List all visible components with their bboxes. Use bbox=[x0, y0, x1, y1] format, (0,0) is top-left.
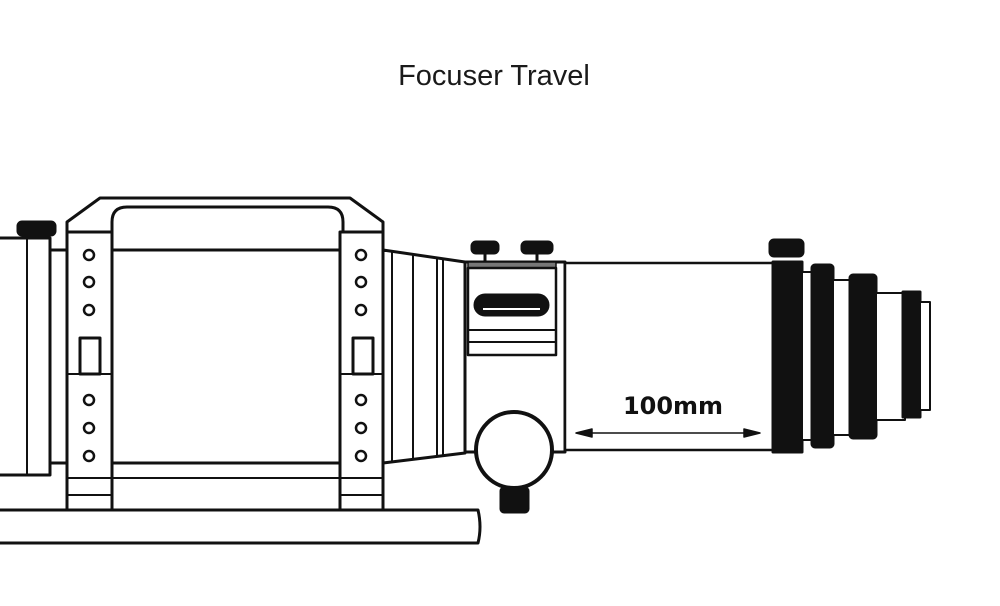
focus-knob bbox=[474, 410, 554, 514]
tube-ring-left bbox=[65, 230, 114, 512]
optical-tube bbox=[110, 248, 342, 465]
ring-latch bbox=[78, 336, 102, 376]
rotator-knob-icon bbox=[768, 238, 805, 258]
carry-handle bbox=[65, 196, 385, 234]
lock-knob-icon bbox=[520, 240, 554, 255]
tube-ring-right bbox=[338, 230, 385, 512]
dew-shield-knob-icon bbox=[16, 220, 57, 237]
dew-shield bbox=[0, 220, 57, 477]
draw-tube bbox=[563, 261, 777, 452]
lock-knob-icon bbox=[470, 240, 500, 255]
travel-dimension-label: 100mm bbox=[623, 392, 723, 420]
adjustment-slot bbox=[473, 293, 550, 317]
dovetail-bar bbox=[0, 508, 482, 545]
diagram-title: Focuser Travel bbox=[398, 60, 590, 92]
rear-adapter-stack bbox=[768, 238, 931, 454]
rear-cell bbox=[381, 248, 467, 465]
travel-dimension-arrow bbox=[575, 428, 761, 438]
